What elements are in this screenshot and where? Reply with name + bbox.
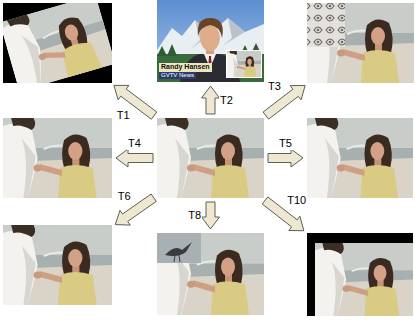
label-holder: T4 xyxy=(127,137,142,150)
image-panel xyxy=(3,118,112,198)
label-holder: T6 xyxy=(117,190,132,203)
image-panel xyxy=(3,3,112,83)
label-holder: T10 xyxy=(286,194,307,207)
image-panel xyxy=(307,3,414,83)
transform-label: T8 xyxy=(187,209,202,222)
transform-label: T6 xyxy=(117,190,132,203)
image-panel xyxy=(3,225,112,305)
transform-label: T3 xyxy=(267,80,282,93)
block-arrow xyxy=(202,86,220,114)
label-holder: T1 xyxy=(116,109,131,122)
transform-label: T4 xyxy=(127,137,142,150)
caption-text: Randy Hansen xyxy=(159,63,212,72)
image-panel xyxy=(157,233,264,315)
block-arrow xyxy=(268,149,303,167)
transform-label: T10 xyxy=(286,194,307,207)
transform-label: T1 xyxy=(116,109,131,122)
image-panel: Randy HansenGVTV News xyxy=(157,0,264,82)
label-holder: T2 xyxy=(219,94,234,107)
label-holder: T3 xyxy=(267,80,282,93)
block-arrow xyxy=(202,202,220,229)
image-panel xyxy=(307,233,413,316)
block-arrow xyxy=(116,149,153,167)
label-holder: T8 xyxy=(187,209,202,222)
transform-label: T5 xyxy=(278,137,293,150)
image-panel xyxy=(307,118,413,198)
transform-label: T2 xyxy=(219,94,234,107)
label-holder: T5 xyxy=(278,137,293,150)
image-panel xyxy=(157,118,264,198)
caption-text: GVTV News xyxy=(159,72,196,80)
